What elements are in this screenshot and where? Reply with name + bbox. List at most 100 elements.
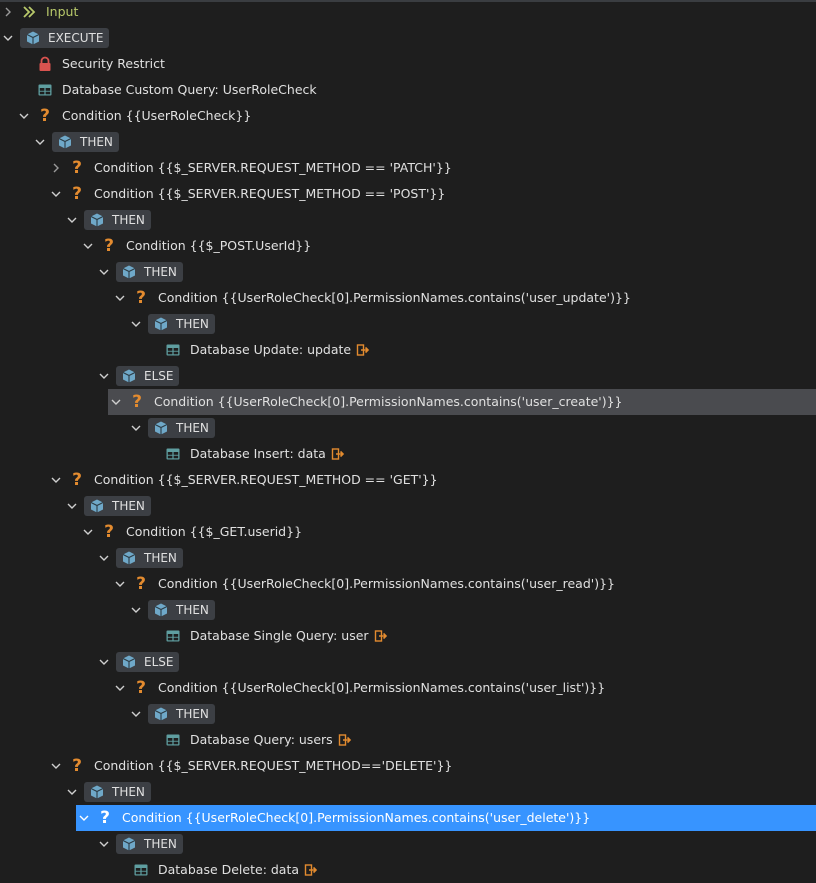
tree-row-content[interactable]: THEN [96,259,816,285]
chevron-down-icon[interactable] [96,836,112,852]
step-group-chip[interactable]: THEN [116,262,183,282]
chevron-down-icon[interactable] [96,264,112,280]
chevron-down-icon[interactable] [96,368,112,384]
chevron-down-icon[interactable] [112,290,128,306]
tree-row[interactable]: THEN [0,207,816,233]
tree-row[interactable]: ?Condition {{UserRoleCheck[0].Permission… [0,389,816,415]
chevron-down-icon[interactable] [16,108,32,124]
step-group-chip[interactable]: THEN [84,782,151,802]
tree-row-content[interactable]: ?Condition {{UserRoleCheck[0].Permission… [76,805,816,831]
tree-row[interactable]: THEN [0,311,816,337]
tree-row-content[interactable]: ?Condition {{$_POST.UserId}} [80,233,816,259]
step-group-chip[interactable]: ELSE [116,366,180,386]
tree-row[interactable]: ?Condition {{UserRoleCheck[0].Permission… [0,571,816,597]
tree-row-content[interactable]: ?Condition {{UserRoleCheck[0].Permission… [112,285,816,311]
chevron-down-icon[interactable] [64,784,80,800]
chevron-down-icon[interactable] [80,524,96,540]
tree-row-content[interactable]: THEN [64,779,816,805]
tree-row[interactable]: Database Query: users [0,727,816,753]
tree-row[interactable]: ELSE [0,649,816,675]
tree-row[interactable]: ?Condition {{UserRoleCheck[0].Permission… [0,805,816,831]
tree-row[interactable]: THEN [0,779,816,805]
step-group-chip[interactable]: THEN [116,548,183,568]
chevron-right-icon[interactable] [48,160,64,176]
step-group-chip[interactable]: THEN [148,418,215,438]
chevron-down-icon[interactable] [128,316,144,332]
step-group-chip[interactable]: THEN [84,496,151,516]
step-group-chip[interactable]: EXECUTE [20,28,110,48]
chevron-down-icon[interactable] [32,134,48,150]
chevron-down-icon[interactable] [0,30,16,46]
tree-row[interactable]: ?Condition {{UserRoleCheck[0].Permission… [0,675,816,701]
tree-row[interactable]: Input [0,0,816,25]
tree-row[interactable]: THEN [0,259,816,285]
chevron-down-icon[interactable] [128,420,144,436]
tree-row[interactable]: Database Single Query: user [0,623,816,649]
chevron-down-icon[interactable] [96,550,112,566]
chevron-down-icon[interactable] [76,810,92,826]
chevron-down-icon[interactable] [80,238,96,254]
chevron-down-icon[interactable] [96,654,112,670]
tree-row-content[interactable]: THEN [128,311,816,337]
tree-row-content[interactable]: ?Condition {{$_SERVER.REQUEST_METHOD == … [48,467,816,493]
output-icon[interactable] [338,733,352,747]
tree-row[interactable]: THEN [0,831,816,857]
tree-row-content[interactable]: Database Query: users [144,727,816,753]
chevron-down-icon[interactable] [128,706,144,722]
tree-row-content[interactable]: Security Restrict [16,51,816,77]
tree-row[interactable]: THEN [0,545,816,571]
tree-row[interactable]: THEN [0,701,816,727]
tree-row-content[interactable]: ?Condition {{UserRoleCheck[0].Permission… [112,571,816,597]
tree-row-content[interactable]: THEN [128,701,816,727]
tree-row-content[interactable]: ELSE [96,649,816,675]
chevron-down-icon[interactable] [64,212,80,228]
tree-row-content[interactable]: ?Condition {{$_SERVER.REQUEST_METHOD == … [48,155,816,181]
tree-row-content[interactable]: Database Update: update [144,337,816,363]
tree-row-content[interactable]: Database Insert: data [144,441,816,467]
tree-row[interactable]: ?Condition {{$_POST.UserId}} [0,233,816,259]
tree-row-content[interactable]: THEN [96,831,816,857]
tree-row[interactable]: ?Condition {{$_SERVER.REQUEST_METHOD == … [0,181,816,207]
tree-row[interactable]: THEN [0,493,816,519]
tree-row-content[interactable]: THEN [64,207,816,233]
tree-row-content[interactable]: ?Condition {{UserRoleCheck[0].Permission… [108,389,816,415]
output-icon[interactable] [356,343,370,357]
chevron-right-icon[interactable] [0,4,16,20]
chevron-down-icon[interactable] [48,472,64,488]
tree-row-content[interactable]: ?Condition {{$_GET.userid}} [80,519,816,545]
tree-row[interactable]: Database Update: update [0,337,816,363]
tree-row[interactable]: Database Insert: data [0,441,816,467]
chevron-down-icon[interactable] [48,186,64,202]
tree-row-content[interactable]: Input [0,0,816,25]
tree-row[interactable]: EXECUTE [0,25,816,51]
output-icon[interactable] [331,447,345,461]
tree-row[interactable]: ELSE [0,363,816,389]
tree-row-content[interactable]: THEN [64,493,816,519]
tree-row-content[interactable]: ?Condition {{$_SERVER.REQUEST_METHOD=='D… [48,753,816,779]
tree-row[interactable]: ?Condition {{$_GET.userid}} [0,519,816,545]
chevron-down-icon[interactable] [128,602,144,618]
step-group-chip[interactable]: ELSE [116,652,180,672]
tree-row-content[interactable]: ?Condition {{$_SERVER.REQUEST_METHOD == … [48,181,816,207]
tree-row-content[interactable]: THEN [128,415,816,441]
tree-row[interactable]: ?Condition {{$_SERVER.REQUEST_METHOD == … [0,155,816,181]
tree-row-content[interactable]: THEN [96,545,816,571]
tree-row-content[interactable]: Database Single Query: user [144,623,816,649]
step-group-chip[interactable]: THEN [148,314,215,334]
chevron-down-icon[interactable] [64,498,80,514]
tree-row[interactable]: ?Condition {{$_SERVER.REQUEST_METHOD == … [0,467,816,493]
step-group-chip[interactable]: THEN [148,704,215,724]
tree-row-content[interactable]: THEN [128,597,816,623]
tree-row-content[interactable]: Database Delete: data [112,857,816,883]
tree-row[interactable]: Security Restrict [0,51,816,77]
tree-row[interactable]: ?Condition {{UserRoleCheck}} [0,103,816,129]
output-icon[interactable] [304,863,318,877]
step-group-chip[interactable]: THEN [148,600,215,620]
tree-row-content[interactable]: THEN [32,129,816,155]
tree-row-content[interactable]: Database Custom Query: UserRoleCheck [16,77,816,103]
step-group-chip[interactable]: THEN [84,210,151,230]
tree-row-content[interactable]: ?Condition {{UserRoleCheck[0].Permission… [112,675,816,701]
chevron-down-icon[interactable] [108,394,124,410]
tree-row[interactable]: ?Condition {{UserRoleCheck[0].Permission… [0,285,816,311]
tree-row[interactable]: THEN [0,597,816,623]
